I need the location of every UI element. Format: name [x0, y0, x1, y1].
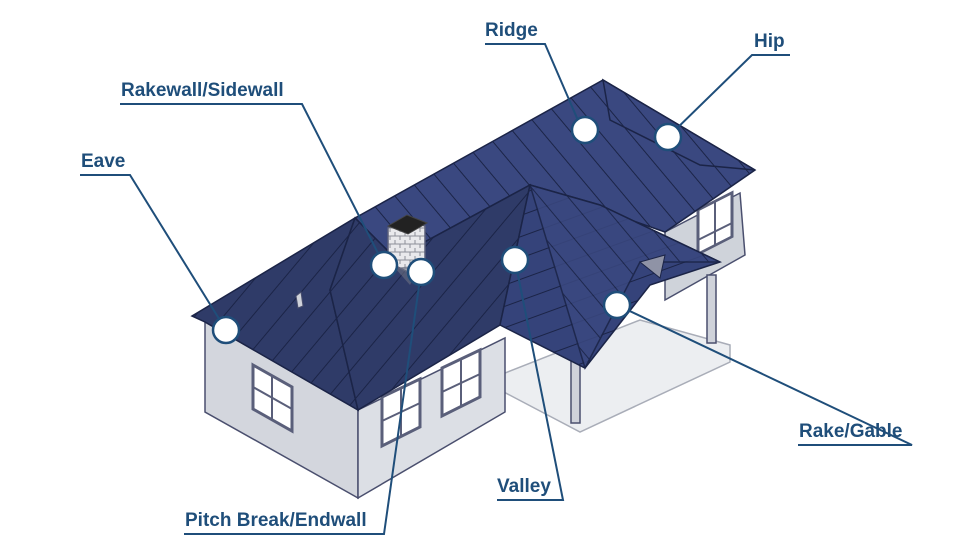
- valley-leader: [497, 259, 565, 501]
- hip-leader: [667, 54, 790, 138]
- eave-leader: [80, 174, 227, 331]
- window-right-wing: [696, 190, 734, 257]
- rakewall-label: Rakewall/Sidewall: [121, 80, 284, 101]
- rake-gable-marker: [602, 290, 632, 320]
- rakewall-marker: [369, 250, 399, 280]
- valley-marker: [500, 245, 530, 275]
- gable-wing-roof: [499, 183, 723, 370]
- ridge-leader: [485, 43, 581, 126]
- rake-gable-leader: [616, 304, 913, 446]
- callout-lines: [80, 43, 913, 535]
- main-roof: [190, 78, 757, 412]
- pitch-break-marker: [406, 257, 436, 287]
- eave-marker: [211, 315, 241, 345]
- rake-gable-label: Rake/Gable: [799, 421, 903, 442]
- hip-marker: [653, 122, 683, 152]
- pitch-break-leader: [184, 271, 422, 535]
- hip-label: Hip: [754, 31, 785, 52]
- pitch-break-label: Pitch Break/Endwall: [185, 510, 367, 531]
- eave-label: Eave: [81, 151, 126, 172]
- window-left-end: [251, 362, 294, 434]
- ridge-label: Ridge: [485, 20, 538, 41]
- callout-markers: [211, 115, 683, 345]
- window-front-2: [440, 347, 482, 419]
- rakewall-leader: [120, 103, 385, 266]
- valley-label: Valley: [497, 476, 551, 497]
- ridge-marker: [570, 115, 600, 145]
- roof-vent: [295, 291, 304, 309]
